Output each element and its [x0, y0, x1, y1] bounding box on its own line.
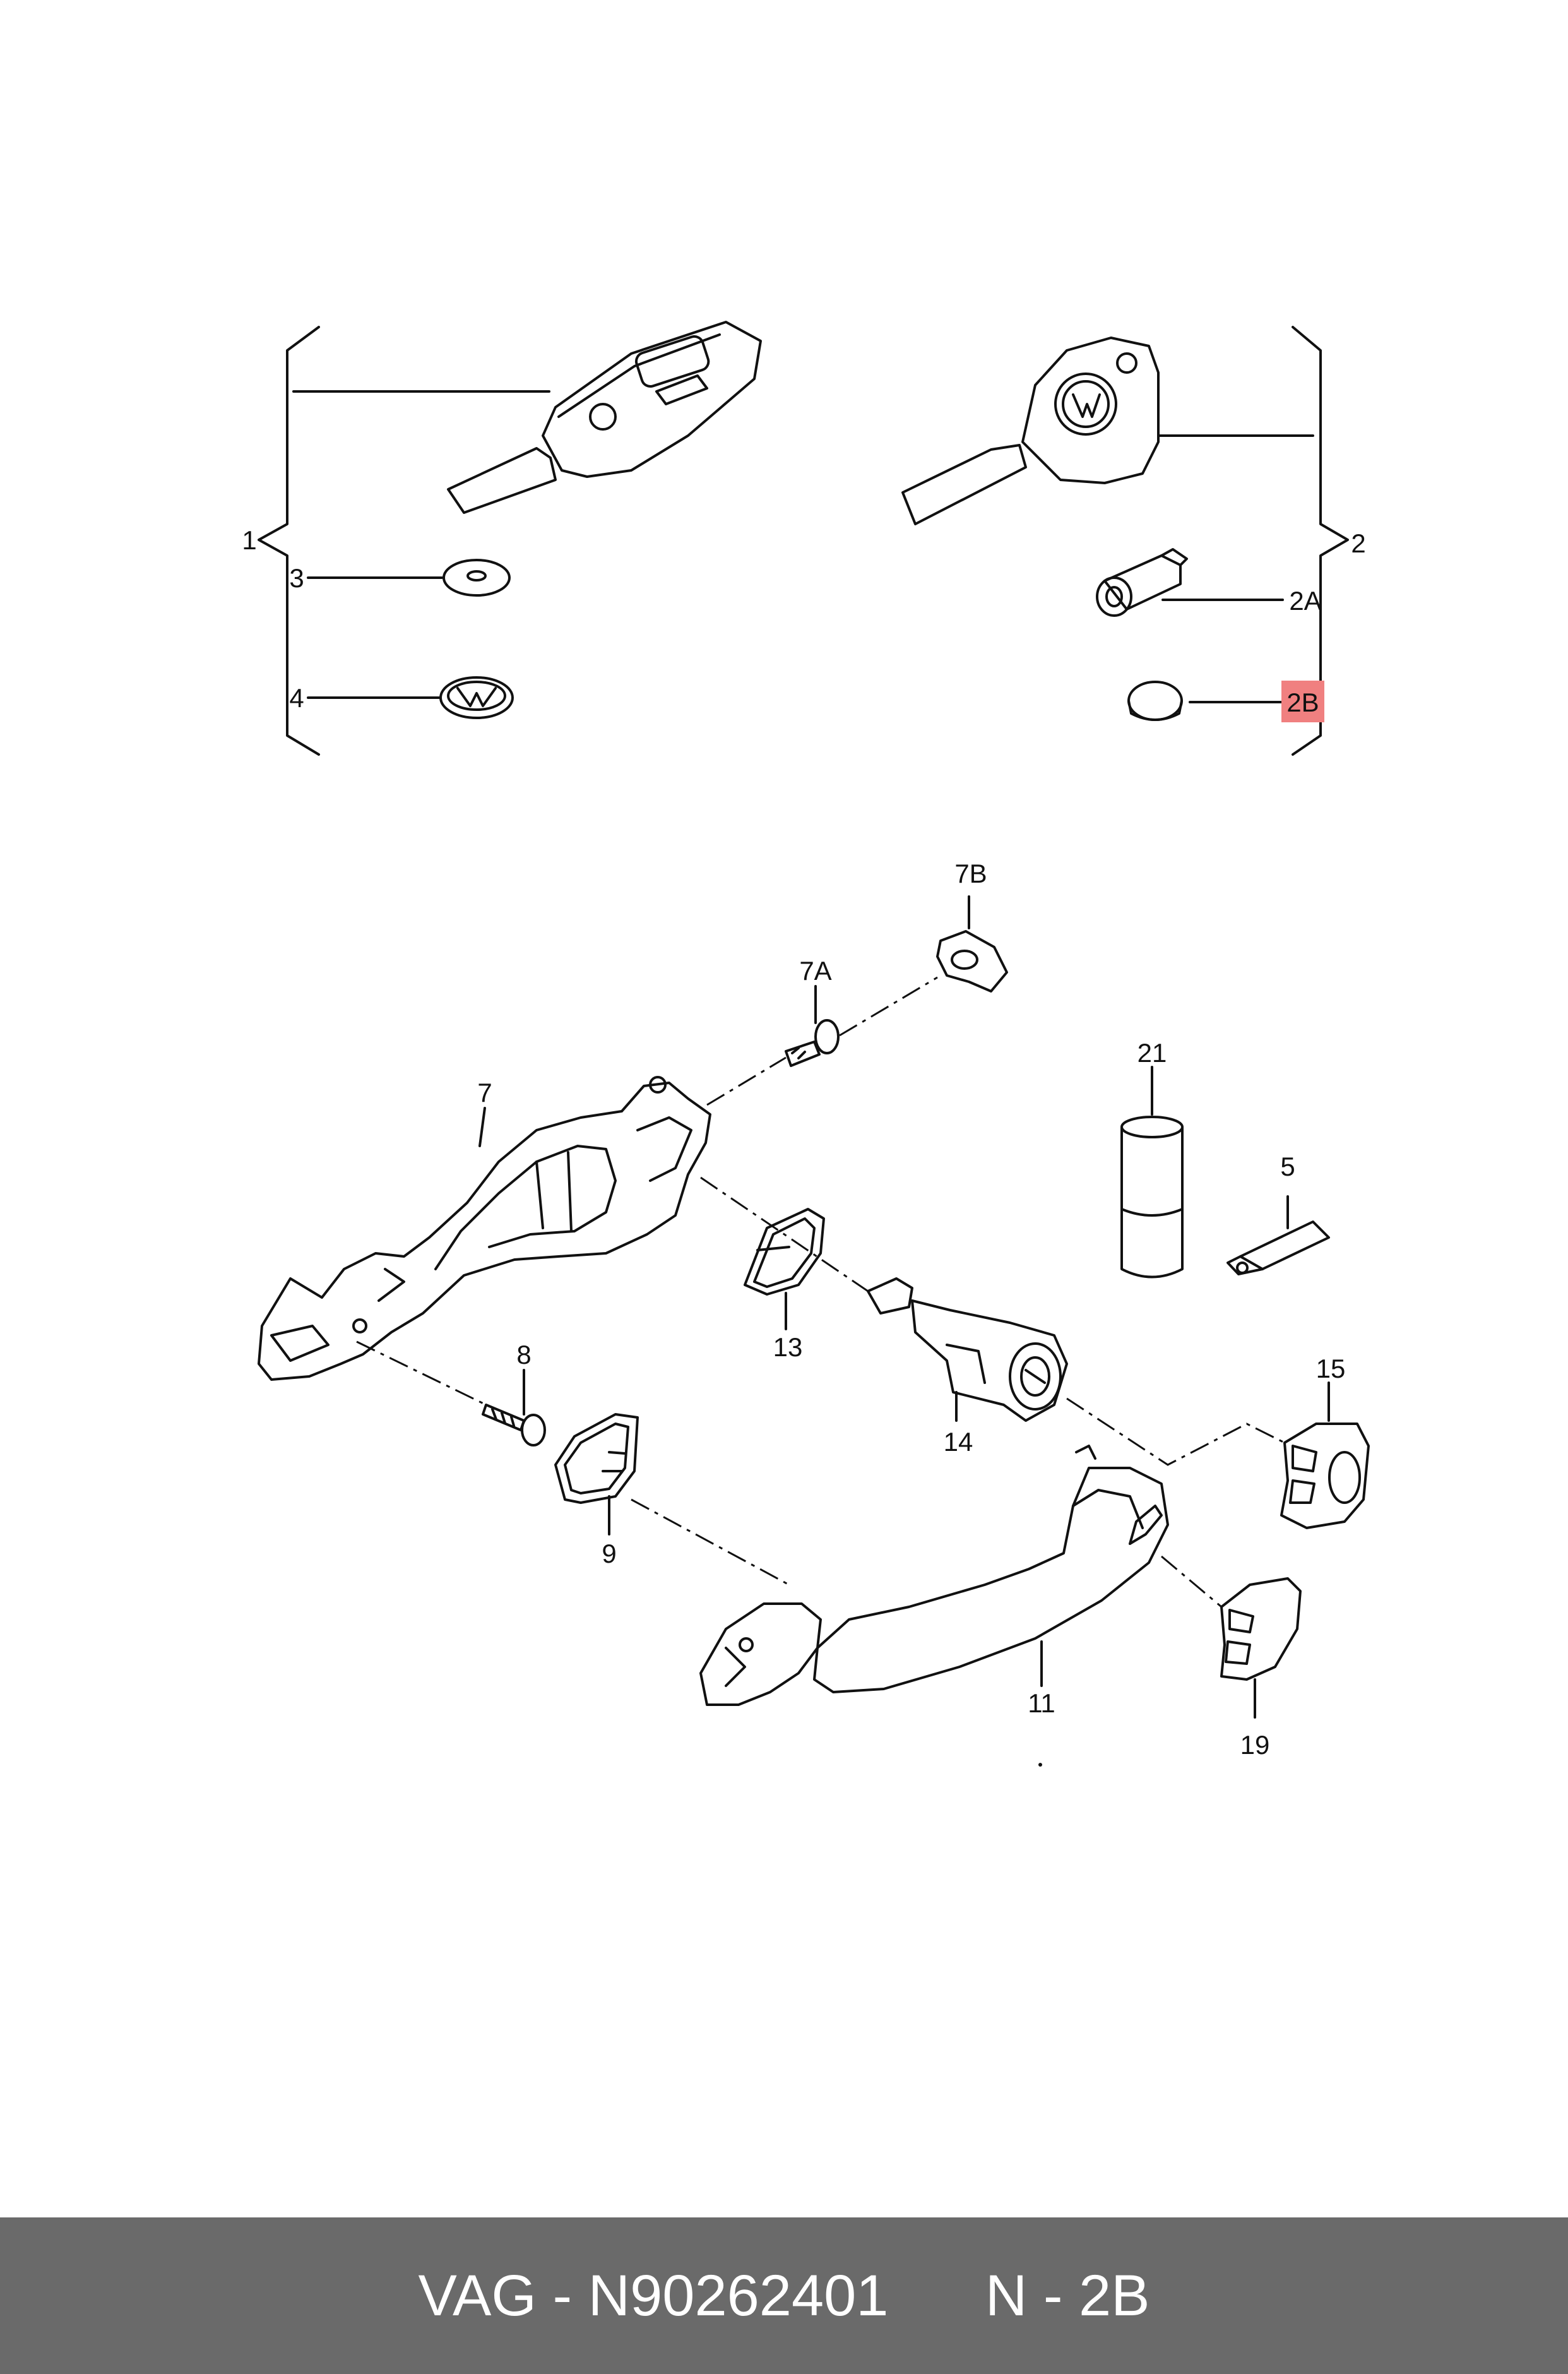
end-cap-bottom-icon — [1220, 1577, 1302, 1681]
axis-line-endcap — [1066, 1397, 1285, 1466]
marker-dot — [1038, 1763, 1042, 1767]
grease-tube-icon — [1226, 1220, 1330, 1275]
highlight-box — [1281, 681, 1324, 722]
axis-line-bolt — [706, 1056, 787, 1106]
callout-13: 13 — [773, 1332, 803, 1362]
footer-spacer — [888, 2263, 985, 2329]
emblem-icon — [439, 676, 514, 719]
right-brace — [1292, 326, 1349, 756]
axis-line-cap — [839, 976, 938, 1037]
axis-line-handle — [631, 1498, 790, 1586]
end-cap-top-icon — [1280, 1423, 1370, 1529]
screw-icon — [482, 1404, 546, 1446]
washer-icon — [442, 559, 511, 597]
callout-21: 21 — [1137, 1038, 1167, 1068]
callout-5: 5 — [1280, 1152, 1295, 1181]
axis-line-endcap-lower — [1161, 1555, 1222, 1608]
callout-7a: 7A — [799, 956, 831, 986]
gasket-front-icon — [554, 1413, 639, 1504]
callout-11: 11 — [1028, 1688, 1055, 1718]
callout-9: 9 — [602, 1539, 616, 1568]
pull-handle-icon — [699, 1445, 1169, 1706]
lock-cylinder-icon — [1096, 548, 1188, 617]
callout-2b: 2B — [1286, 688, 1319, 717]
callout-2a: 2A — [1289, 586, 1321, 616]
callout-15: 15 — [1316, 1354, 1346, 1383]
handle-carrier-icon — [258, 1076, 711, 1381]
cap-icon — [1127, 681, 1183, 721]
callout-3: 3 — [289, 563, 304, 593]
footer-part-number: VAG - N90262401 — [418, 2263, 889, 2328]
bolt-icon — [785, 1019, 840, 1067]
lock-housing-icon — [867, 1277, 1068, 1422]
grease-can-icon — [1120, 1116, 1184, 1279]
flip-key-icon — [447, 321, 762, 514]
left-brace — [258, 326, 320, 756]
callout-7b: 7B — [954, 859, 987, 888]
footer-reference: N - 2B — [985, 2263, 1150, 2328]
callout-1: 1 — [242, 525, 256, 555]
callout-8: 8 — [516, 1340, 531, 1369]
screw-cap-icon — [936, 930, 1008, 993]
axis-line-screw — [356, 1340, 487, 1406]
gasket-rear-icon — [744, 1208, 825, 1296]
callout-4: 4 — [289, 683, 304, 713]
leader-7 — [478, 1107, 486, 1147]
axis-line-lock — [700, 1176, 869, 1292]
callout-7: 7 — [477, 1078, 492, 1107]
parts-diagram: 1 2 3 4 2A 2B 7B 7A 7 21 5 8 13 14 15 9 … — [242, 321, 1370, 1767]
callout-14: 14 — [944, 1427, 973, 1457]
footer-bar: VAG - N90262401 N - 2B — [0, 2217, 1568, 2374]
key-blank-icon — [901, 337, 1160, 525]
callout-2: 2 — [1351, 528, 1365, 558]
callout-19: 19 — [1240, 1730, 1270, 1760]
